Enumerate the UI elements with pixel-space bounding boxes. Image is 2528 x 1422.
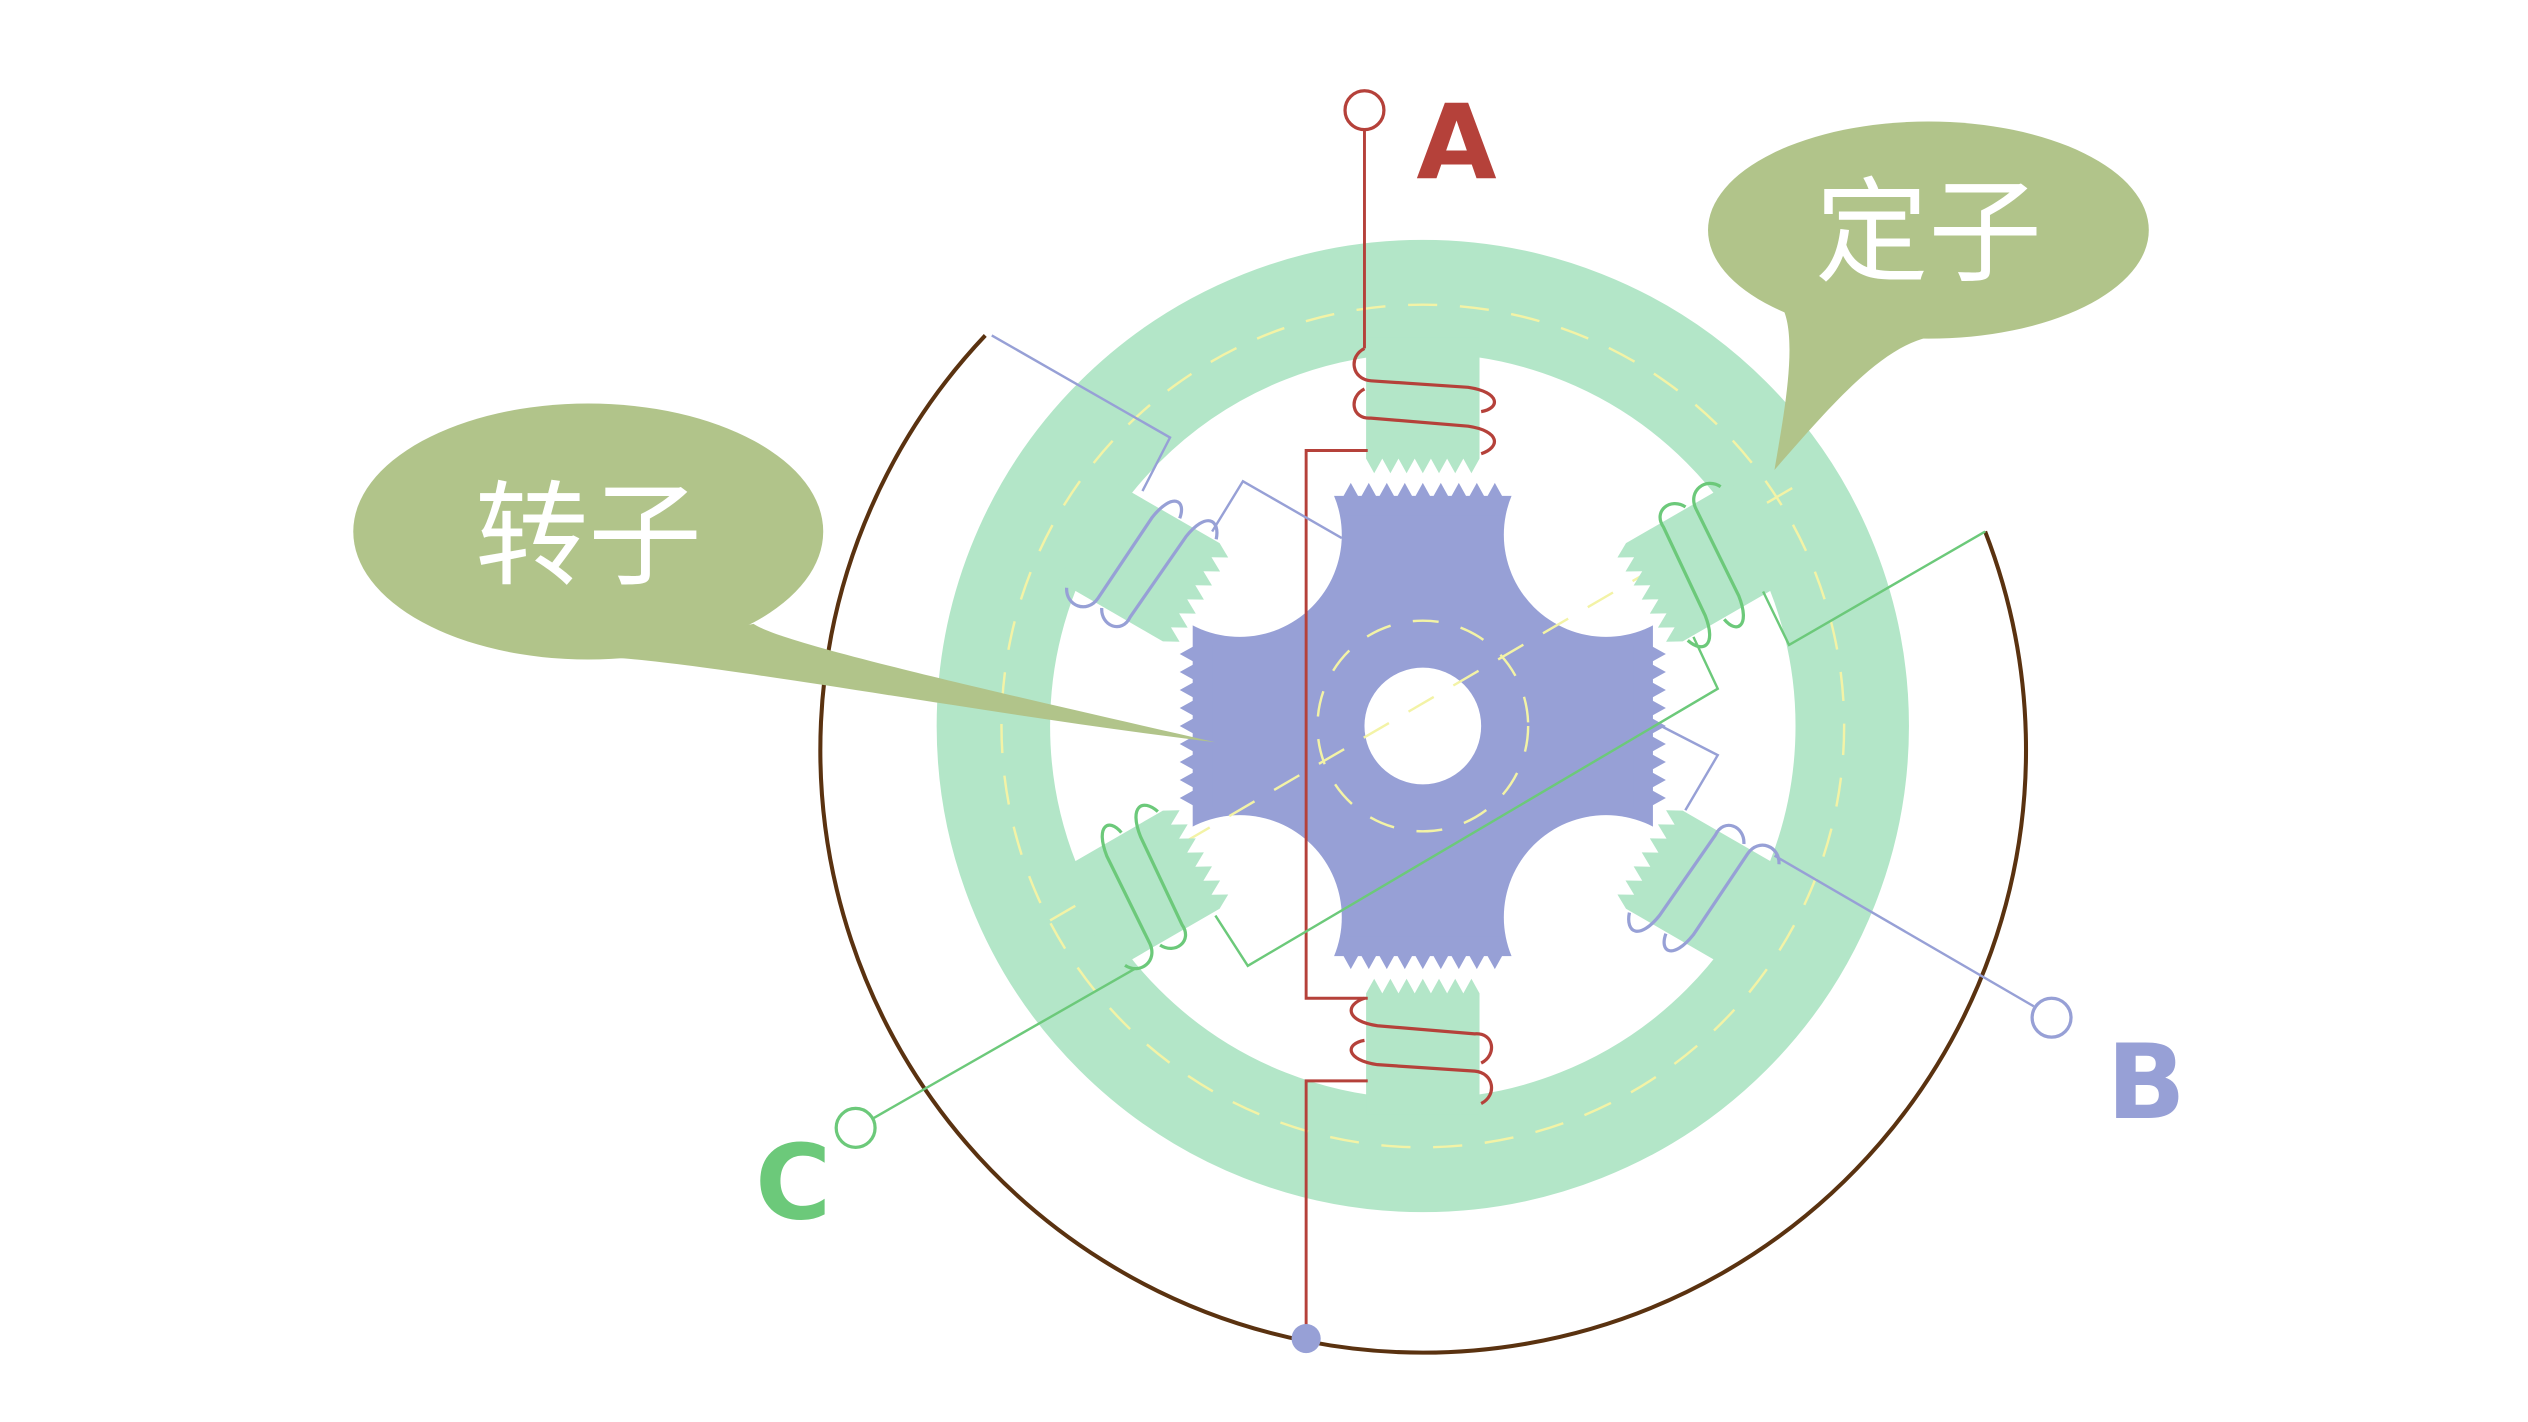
terminal-c[interactable] bbox=[834, 1106, 877, 1149]
pole-body bbox=[1366, 337, 1480, 474]
pole-body bbox=[1617, 810, 1788, 970]
pole-body bbox=[1057, 810, 1229, 970]
phase-c-wiring bbox=[872, 530, 1986, 1120]
rotor-tooth-row bbox=[1179, 644, 1213, 808]
pole-body bbox=[1366, 978, 1480, 1115]
terminal-a[interactable] bbox=[1343, 89, 1386, 132]
pole-body bbox=[1617, 482, 1788, 642]
stator-poles bbox=[1057, 337, 1788, 1115]
terminal-c-label: C bbox=[755, 1124, 831, 1244]
stator-ring bbox=[936, 239, 1909, 1213]
phase-a-wiring bbox=[1304, 129, 1368, 1339]
stator-pole bbox=[1349, 978, 1493, 1115]
pole-coil bbox=[1100, 803, 1188, 971]
pole-coil bbox=[1349, 996, 1493, 1106]
rotor-callout-text: 转子 bbox=[475, 470, 702, 602]
stator-pole bbox=[1617, 810, 1788, 970]
stator-pole bbox=[1617, 481, 1788, 649]
stator-callout-text: 定子 bbox=[1815, 167, 2042, 299]
stator-dashed-circle bbox=[1000, 303, 1846, 1149]
pole-coil bbox=[1658, 481, 1745, 649]
rotor-teeth bbox=[1179, 482, 1666, 970]
rotor-dashed-circle bbox=[1316, 619, 1530, 833]
stator-pole bbox=[1352, 337, 1496, 474]
rotor-tooth-row bbox=[1341, 936, 1504, 970]
pole-body bbox=[1057, 482, 1229, 642]
pole-coil bbox=[1627, 823, 1781, 953]
terminal-b[interactable] bbox=[2030, 996, 2073, 1039]
shaft-hole bbox=[1364, 667, 1482, 785]
terminal-b-label: B bbox=[2107, 1023, 2186, 1143]
rotor-tooth-row bbox=[1341, 482, 1504, 516]
stator-pole bbox=[1057, 803, 1229, 971]
terminal-a-label: A bbox=[1416, 83, 1496, 203]
stator-callout: 定子 bbox=[1708, 121, 2149, 470]
rotor-callout: 转子 bbox=[353, 403, 1216, 743]
common-terminal[interactable] bbox=[1291, 1323, 1321, 1354]
pole-axis-dashed bbox=[1049, 485, 1797, 922]
phase-b-wiring bbox=[991, 334, 2035, 1008]
rotor bbox=[1137, 432, 1709, 1020]
pole-coil bbox=[1352, 346, 1496, 456]
